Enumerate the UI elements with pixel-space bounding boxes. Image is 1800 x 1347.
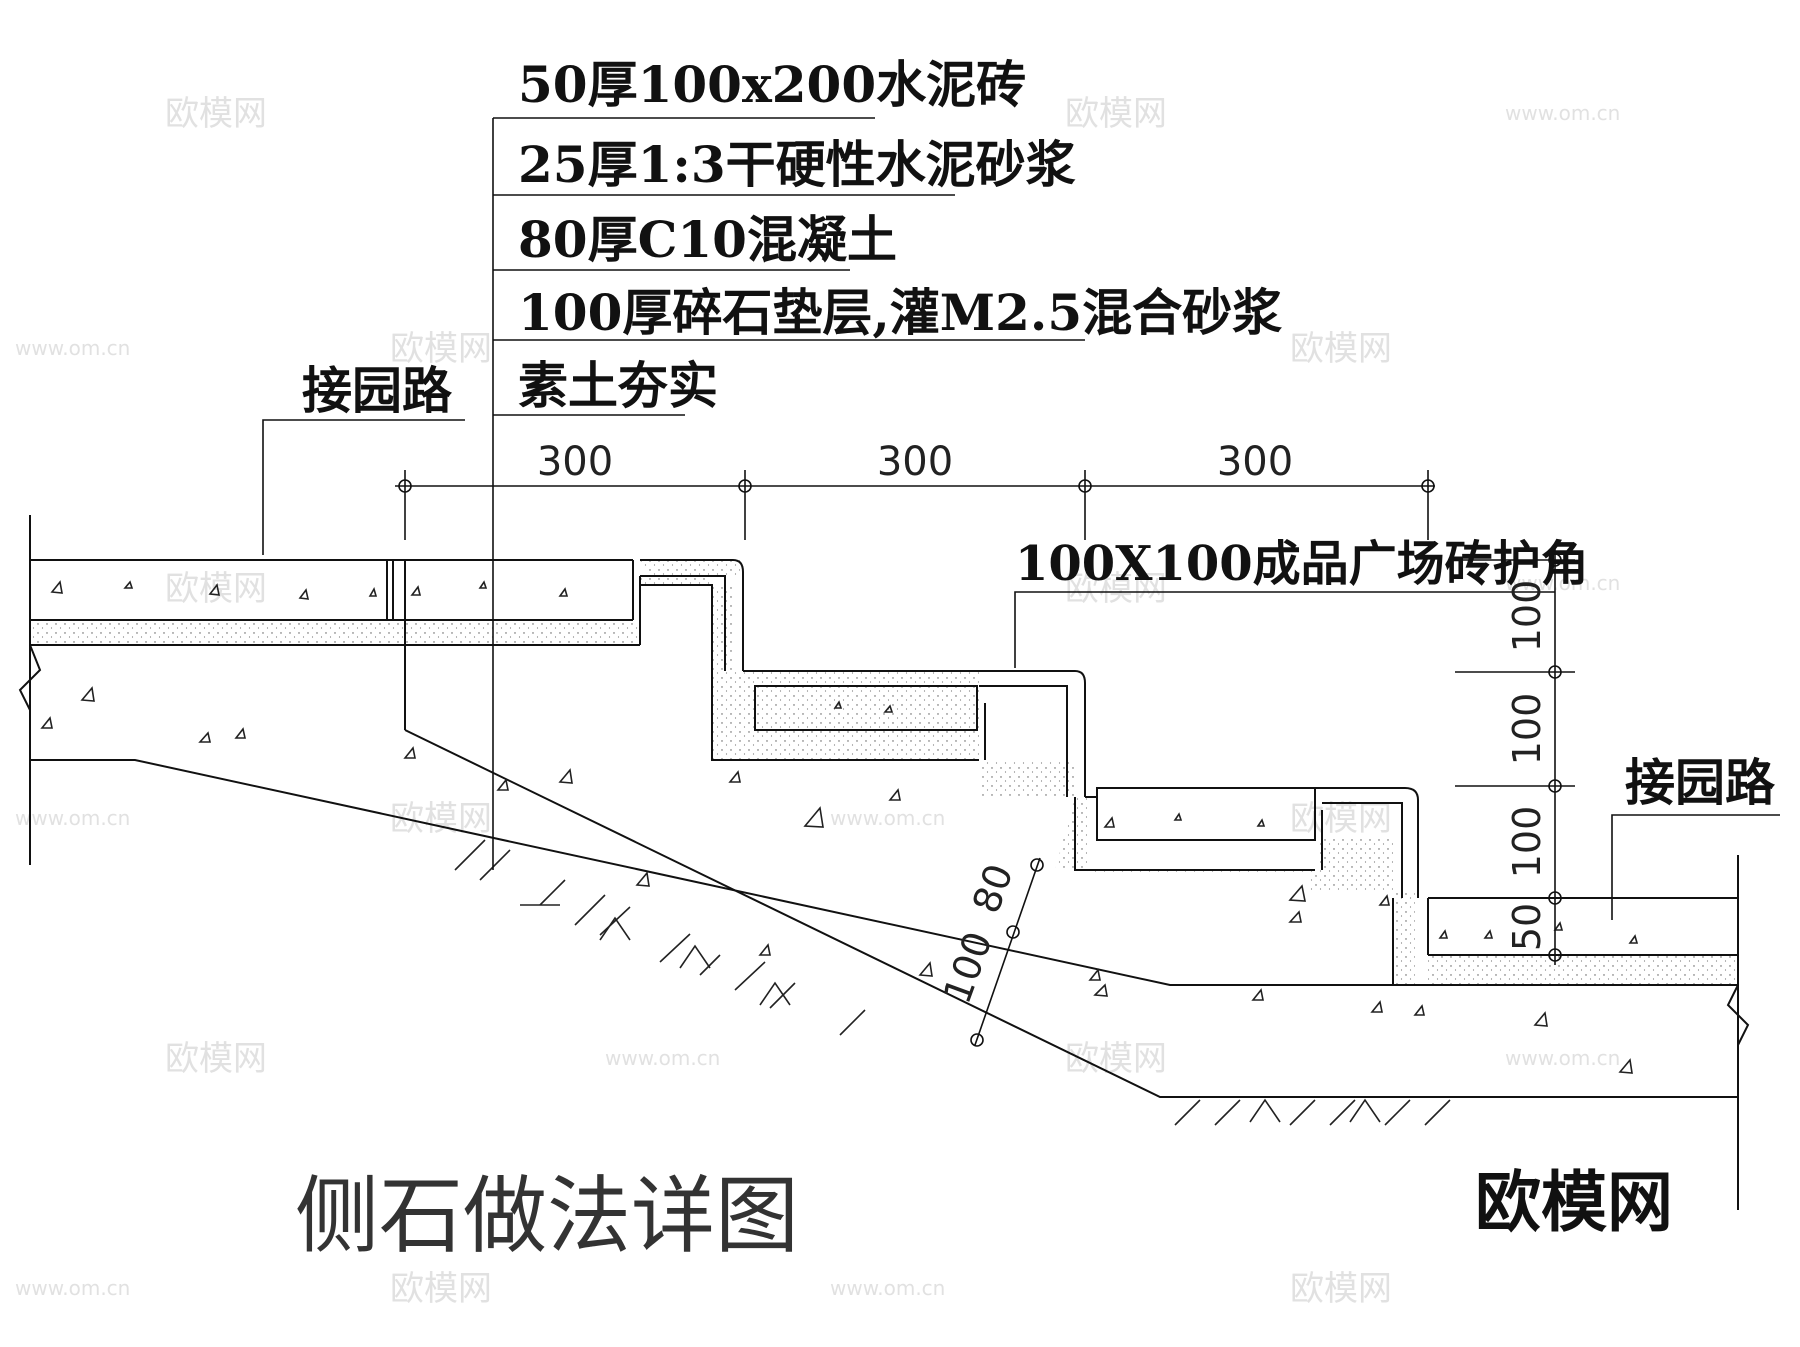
corner-label: 100X100成品广场砖护角 (1015, 536, 1589, 592)
dim-slope-gravel: 100 (935, 926, 1001, 1009)
watermark-url: www.om.cn (15, 1276, 130, 1300)
watermark-url: www.om.cn (1505, 101, 1620, 125)
dim-height-3: 100 (1505, 806, 1549, 879)
dim-width-1: 300 (537, 439, 613, 485)
watermark-url: www.om.cn (830, 806, 945, 830)
aggregate-marks (40, 580, 1639, 1074)
mortar-layers (30, 560, 1738, 985)
corner-callout: 100X100成品广场砖护角 (1014, 536, 1589, 668)
dim-height-2: 100 (1505, 693, 1549, 766)
watermark-brand: 欧模网 (390, 1269, 492, 1309)
section-outline (18, 515, 1750, 1210)
vertical-dimensions: 100 100 100 50 (1455, 545, 1575, 965)
layer-label-1: 50厚100x200水泥砖 (518, 55, 1026, 114)
watermark-url: www.om.cn (15, 806, 130, 830)
brand-logo: 欧模网 (1475, 1164, 1673, 1241)
layer-label-4: 100厚碎石垫层,灌M2.5混合砂浆 (518, 283, 1282, 342)
layer-label-3: 80厚C10混凝土 (518, 210, 897, 269)
watermark-url: www.om.cn (605, 1046, 720, 1070)
dim-width-3: 300 (1217, 439, 1293, 485)
dim-slope-concrete: 80 (964, 858, 1022, 918)
watermark-brand: 欧模网 (1290, 329, 1392, 369)
watermark-brand: 欧模网 (1065, 94, 1167, 134)
layer-label-2: 25厚1:3干硬性水泥砂浆 (518, 135, 1076, 194)
watermark-brand: 欧模网 (1290, 799, 1392, 839)
watermark-brand: 欧模网 (1290, 1269, 1392, 1309)
dim-height-4: 50 (1505, 903, 1549, 951)
earth-hatching (454, 839, 1451, 1126)
watermark-url: www.om.cn (830, 1276, 945, 1300)
watermark-brand: 欧模网 (165, 94, 267, 134)
watermark-brand: 欧模网 (165, 569, 267, 609)
road-left-label: 接园路 (302, 361, 453, 420)
watermark-url: www.om.cn (15, 336, 130, 360)
dim-width-2: 300 (877, 439, 953, 485)
watermark-brand: 欧模网 (165, 1039, 267, 1079)
slope-dimensions: 80 100 (935, 857, 1044, 1047)
watermark-url: www.om.cn (1505, 1046, 1620, 1070)
road-right-callout: 接园路 (1611, 753, 1780, 920)
watermark-brand: 欧模网 (1065, 569, 1167, 609)
drawing-title: 侧石做法详图 (295, 1167, 799, 1265)
road-right-label: 接园路 (1625, 753, 1776, 812)
watermark-url: www.om.cn (1505, 571, 1620, 595)
dim-height-1: 100 (1505, 580, 1549, 653)
watermark-brand: 欧模网 (390, 329, 492, 369)
layer-callout (492, 117, 1085, 870)
horizontal-dimensions: 300 300 300 (395, 439, 1435, 540)
watermark-layer: 欧模网 欧模网 www.om.cn www.om.cn 欧模网 欧模网 欧模网 … (15, 94, 1620, 1309)
layer-list: 50厚100x200水泥砖 25厚1:3干硬性水泥砂浆 80厚C10混凝土 10… (518, 55, 1282, 415)
road-left-callout: 接园路 (262, 361, 465, 555)
layer-label-5: 素土夯实 (518, 356, 718, 415)
